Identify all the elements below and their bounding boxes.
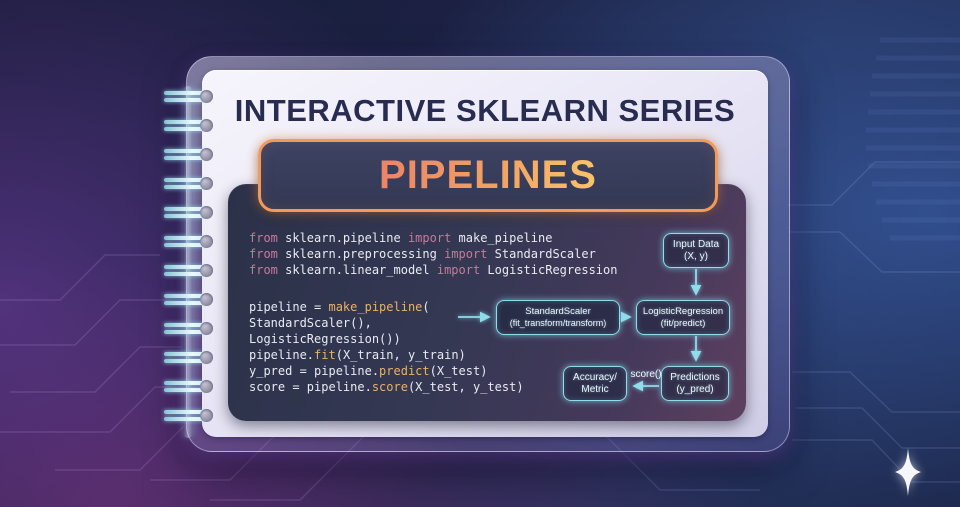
- spiral-ring: [164, 378, 216, 396]
- ring-coil: [164, 214, 204, 218]
- ring-coil: [164, 359, 204, 363]
- spiral-ring: [164, 117, 216, 135]
- ring-hole: [200, 119, 213, 132]
- node-label: LogisticRegression: [642, 306, 724, 318]
- ring-hole: [200, 90, 213, 103]
- ring-hole: [200, 206, 213, 219]
- ring-coil: [164, 120, 204, 124]
- code-line: y_pred = pipeline.predict(X_test): [249, 364, 488, 378]
- ring-hole: [200, 177, 213, 190]
- flow-node-standardscaler: StandardScaler (fit_transform/transform): [496, 300, 620, 335]
- flow-node-input-data: Input Data (X, y): [663, 233, 729, 268]
- code-line: score = pipeline.score(X_test, y_test): [249, 380, 524, 394]
- sparkle-icon: [895, 448, 921, 496]
- spiral-ring: [164, 262, 216, 280]
- ring-coil: [164, 410, 204, 414]
- code-line: pipeline = make_pipeline(: [249, 300, 430, 314]
- topic-title-box: PIPELINES: [258, 139, 718, 212]
- ring-coil: [164, 156, 204, 160]
- ring-coil: [164, 91, 204, 95]
- node-sublabel: (fit/predict): [660, 317, 706, 329]
- node-sublabel: (y_pred): [676, 383, 714, 395]
- ring-hole: [200, 322, 213, 335]
- code-line: from sklearn.preprocessing import Standa…: [249, 247, 596, 261]
- node-label: Accuracy/: [573, 371, 617, 383]
- ring-hole: [200, 409, 213, 422]
- ring-coil: [164, 98, 204, 102]
- ring-hole: [200, 293, 213, 306]
- spiral-ring: [164, 349, 216, 367]
- ring-coil: [164, 301, 204, 305]
- ring-coil: [164, 265, 204, 269]
- ring-coil: [164, 294, 204, 298]
- ring-coil: [164, 417, 204, 421]
- ring-hole: [200, 235, 213, 248]
- ring-coil: [164, 178, 204, 182]
- code-line: pipeline.fit(X_train, y_train): [249, 348, 466, 362]
- spiral-ring: [164, 291, 216, 309]
- spiral-ring: [164, 175, 216, 193]
- ring-coil: [164, 185, 204, 189]
- ring-coil: [164, 207, 204, 211]
- spiral-ring: [164, 146, 216, 164]
- node-sublabel: (fit_transform/transform): [509, 317, 607, 328]
- spiral-ring: [164, 407, 216, 425]
- code-body: pipeline = make_pipeline( StandardScaler(…: [249, 299, 524, 395]
- code-line: from sklearn.pipeline import make_pipeli…: [249, 231, 553, 245]
- node-sublabel: Metric: [581, 383, 609, 395]
- flow-node-accuracy-metric: Accuracy/ Metric: [563, 366, 627, 401]
- code-line: LogisticRegression()): [249, 332, 401, 346]
- ring-coil: [164, 323, 204, 327]
- spiral-ring: [164, 320, 216, 338]
- spiral-ring: [164, 233, 216, 251]
- flow-edge-score-label: score(): [630, 369, 662, 380]
- flow-node-predictions: Predictions (y_pred): [661, 366, 729, 401]
- code-line: from sklearn.linear_model import Logisti…: [249, 263, 618, 277]
- ring-coil: [164, 236, 204, 240]
- ring-hole: [200, 351, 213, 364]
- ring-coil: [164, 352, 204, 356]
- ring-coil: [164, 381, 204, 385]
- ring-coil: [164, 243, 204, 247]
- node-label: Predictions: [670, 371, 720, 383]
- spiral-ring: [164, 88, 216, 106]
- spiral-ring: [164, 204, 216, 222]
- node-label: StandardScaler: [525, 306, 591, 318]
- node-sublabel: (X, y): [684, 250, 708, 262]
- node-label: Input Data: [672, 238, 720, 250]
- ring-coil: [164, 388, 204, 392]
- topic-title: PIPELINES: [379, 153, 597, 197]
- code-line: StandardScaler(),: [249, 316, 372, 330]
- ring-coil: [164, 272, 204, 276]
- ring-coil: [164, 149, 204, 153]
- ring-hole: [200, 380, 213, 393]
- ring-hole: [200, 264, 213, 277]
- series-title: INTERACTIVE SKLEARN SERIES: [234, 93, 736, 128]
- flow-node-logisticregression: LogisticRegression (fit/predict): [636, 300, 730, 335]
- ring-coil: [164, 330, 204, 334]
- ring-hole: [200, 148, 213, 161]
- spiral-spine: [183, 86, 193, 438]
- ring-coil: [164, 127, 204, 131]
- code-imports: from sklearn.pipeline import make_pipeli…: [249, 230, 617, 278]
